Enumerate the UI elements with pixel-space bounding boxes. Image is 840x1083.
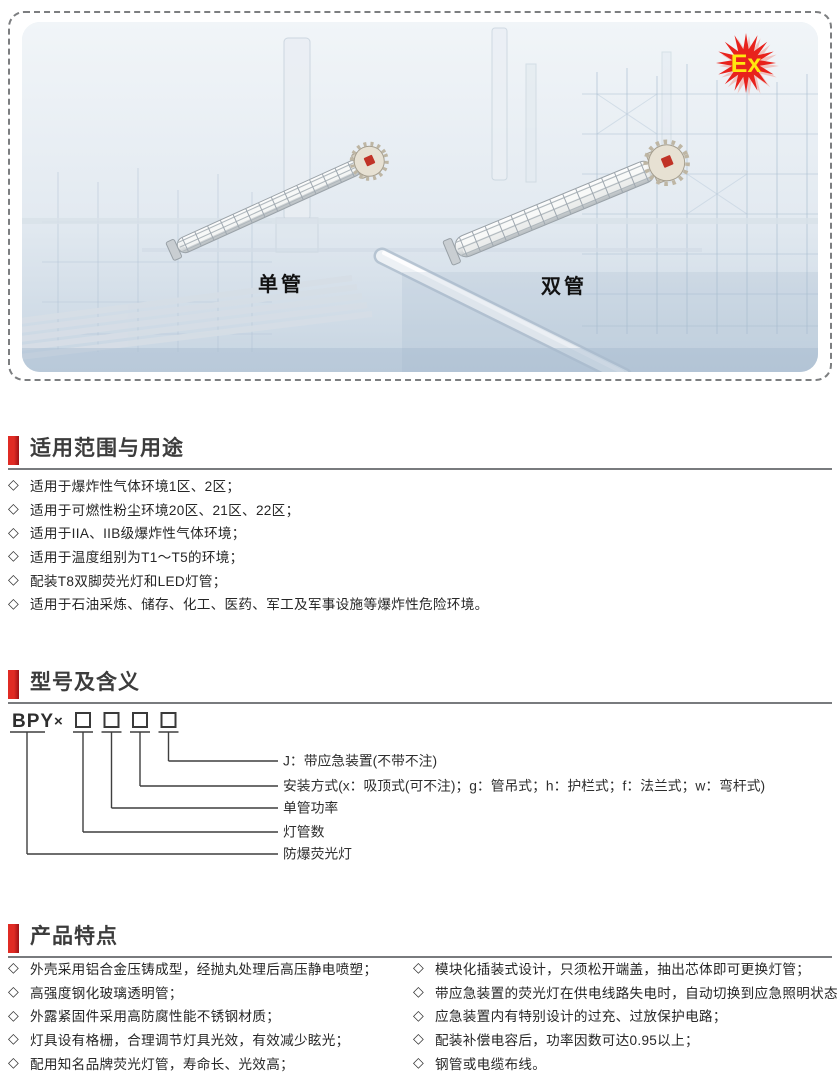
feature-item-text: 配装补偿电容后，功率因数可达0.95以上；	[435, 1032, 699, 1048]
usage-item: ◇ 适用于石油采炼、储存、化工、医药、军工及军事设施等爆炸性危险环境。	[8, 591, 832, 615]
diamond-bullet: ◇	[8, 983, 19, 1000]
diamond-bullet: ◇	[8, 476, 19, 493]
diamond-bullet: ◇	[413, 959, 424, 976]
feature-item-text: 灯具设有格栅，合理调节灯具光效，有效减少眩光；	[30, 1032, 350, 1048]
diamond-bullet: ◇	[8, 959, 19, 976]
feature-item: ◇ 带应急装置的荧光灯在供电线路失电时，自动切换到应急照明状态；	[413, 980, 840, 1004]
usage-item: ◇ 适用于IIA、IIB级爆炸性气体环境；	[8, 520, 832, 544]
features-left-column: ◇ 外壳采用铝合金压铸成型，经抛丸处理后高压静电喷塑； ◇ 高强度钢化玻璃透明管…	[8, 956, 410, 1074]
feature-item: ◇ 钢管或电缆布线。	[413, 1051, 840, 1075]
usage-item-text: 配装T8双脚荧光灯和LED灯管；	[30, 573, 227, 589]
model-code-times: ×	[54, 713, 63, 730]
feature-item: ◇ 配用知名品牌荧光灯管，寿命长、光效高；	[8, 1051, 410, 1075]
diamond-bullet: ◇	[413, 1006, 424, 1023]
photo-dashed-frame	[8, 11, 832, 381]
model-code-prefix: BPY	[12, 711, 54, 732]
branch-label-power: 单管功率	[283, 800, 338, 816]
section-model-header: 型号及含义	[8, 665, 832, 704]
branch-label-mounting: 安装方式(x：吸顶式(可不注)；g：管吊式；h：护栏式；f：法兰式；w：弯杆式)	[283, 778, 765, 795]
red-bar-accent	[8, 924, 19, 953]
diamond-bullet: ◇	[8, 594, 19, 611]
usage-item: ◇ 配装T8双脚荧光灯和LED灯管；	[8, 568, 832, 592]
feature-item-text: 配用知名品牌荧光灯管，寿命长、光效高；	[30, 1056, 294, 1072]
features-right-column: ◇ 模块化插装式设计，只须松开端盖，抽出芯体即可更换灯管； ◇ 带应急装置的荧光…	[413, 956, 840, 1074]
model-code-diagram: BPY × J：带应急装置(不带不注) 安装方式(x：吸顶式(可不注)；g：管吊…	[10, 711, 765, 862]
usage-item-text: 适用于石油采炼、储存、化工、医药、军工及军事设施等爆炸性危险环境。	[30, 597, 489, 613]
feature-item-text: 钢管或电缆布线。	[435, 1056, 547, 1072]
ex-logo: Ex	[704, 26, 788, 102]
diamond-bullet: ◇	[8, 1006, 19, 1023]
diamond-bullet: ◇	[413, 983, 424, 1000]
section-features-header: 产品特点	[8, 919, 832, 958]
plant-photo: Ex 单管 双管	[22, 22, 818, 372]
branch-label-emergency: J：带应急装置(不带不注)	[283, 753, 437, 769]
usage-item-text: 适用于可燃性粉尘环境20区、21区、22区；	[30, 502, 300, 518]
feature-item-text: 模块化插装式设计，只须松开端盖，抽出芯体即可更换灯管；	[435, 961, 811, 977]
feature-item-text: 外露紧固件采用高防腐性能不锈钢材质；	[30, 1009, 281, 1025]
industrial-plant-scene	[22, 22, 818, 372]
usage-item-text: 适用于IIA、IIB级爆炸性气体环境；	[30, 526, 246, 542]
model-diagram: BPY × J：带应急装置(不带不注) 安装方式(x：吸顶式(可不注)；g：管吊…	[0, 700, 840, 880]
red-bar-accent	[8, 670, 19, 699]
plant-structures	[22, 27, 818, 372]
feature-item: ◇ 高强度钢化玻璃透明管；	[8, 980, 410, 1004]
ex-label: Ex	[731, 50, 762, 78]
diamond-bullet: ◇	[8, 1030, 19, 1047]
usage-item-text: 适用于爆炸性气体环境1区、2区；	[30, 478, 241, 494]
single-tube-lamp	[165, 141, 389, 261]
double-tube-label: 双管	[541, 276, 587, 298]
ex-star-icon: Ex	[716, 33, 779, 96]
double-tube-lamp	[442, 139, 690, 266]
feature-item-text: 带应急装置的荧光灯在供电线路失电时，自动切换到应急照明状态；	[435, 985, 840, 1001]
model-code-boxes	[75, 712, 177, 728]
diamond-bullet: ◇	[8, 1054, 19, 1071]
usage-item: ◇ 适用于可燃性粉尘环境20区、21区、22区；	[8, 497, 832, 521]
feature-item: ◇ 外露紧固件采用高防腐性能不锈钢材质；	[8, 1003, 410, 1027]
model-branch-lines	[10, 731, 278, 855]
usage-item: ◇ 适用于爆炸性气体环境1区、2区；	[8, 473, 832, 497]
single-tube-label: 单管	[258, 274, 304, 296]
diamond-bullet: ◇	[8, 500, 19, 517]
section-features-title: 产品特点	[30, 925, 118, 948]
usage-item-text: 适用于温度组别为T1～T5的环境；	[30, 549, 244, 565]
branch-label-product-type: 防爆荧光灯	[283, 846, 352, 862]
model-branch-labels: J：带应急装置(不带不注) 安装方式(x：吸顶式(可不注)；g：管吊式；h：护栏…	[283, 753, 765, 862]
feature-item-text: 外壳采用铝合金压铸成型，经抛丸处理后高压静电喷塑；	[30, 961, 378, 977]
feature-item: ◇ 配装补偿电容后，功率因数可达0.95以上；	[413, 1027, 840, 1051]
feature-item: ◇ 外壳采用铝合金压铸成型，经抛丸处理后高压静电喷塑；	[8, 956, 410, 980]
feature-item: ◇ 应急装置内有特别设计的过充、过放保护电路；	[413, 1003, 840, 1027]
section-model-title: 型号及含义	[30, 671, 140, 694]
feature-item: ◇ 灯具设有格栅，合理调节灯具光效，有效减少眩光；	[8, 1027, 410, 1051]
feature-item-text: 高强度钢化玻璃透明管；	[30, 985, 183, 1001]
feature-item: ◇ 模块化插装式设计，只须松开端盖，抽出芯体即可更换灯管；	[413, 956, 840, 980]
red-bar-accent	[8, 436, 19, 465]
diamond-bullet: ◇	[8, 523, 19, 540]
usage-list: ◇ 适用于爆炸性气体环境1区、2区； ◇ 适用于可燃性粉尘环境20区、21区、2…	[8, 473, 832, 615]
diamond-bullet: ◇	[413, 1030, 424, 1047]
diamond-bullet: ◇	[8, 547, 19, 564]
usage-item: ◇ 适用于温度组别为T1～T5的环境；	[8, 544, 832, 568]
diamond-bullet: ◇	[413, 1054, 424, 1071]
section-usage-title: 适用范围与用途	[30, 437, 184, 460]
section-usage-header: 适用范围与用途	[8, 431, 832, 470]
feature-item-text: 应急装置内有特别设计的过充、过放保护电路；	[435, 1009, 727, 1025]
branch-label-tube-count: 灯管数	[283, 825, 325, 840]
diamond-bullet: ◇	[8, 571, 19, 588]
